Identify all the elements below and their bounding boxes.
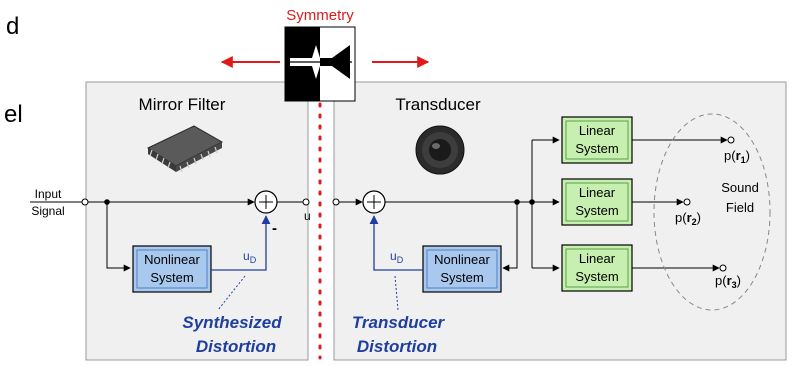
- transducer-nonlinear-system: Nonlinear System: [422, 245, 502, 293]
- sound-field-ellipse: [653, 113, 771, 311]
- output-1-label: p(r1): [724, 148, 750, 165]
- transducer-distortion-pointer: [394, 275, 399, 311]
- output-2-label: p(r2): [675, 210, 701, 227]
- mirror-ud-label: uD: [243, 249, 257, 265]
- mirror-nonlinear-system: Nonlinear System: [132, 245, 212, 293]
- cropped-text-2: el: [4, 101, 23, 128]
- input-label-line1: Input: [35, 187, 62, 201]
- output-3-terminal: [719, 264, 727, 272]
- synthesized-distortion-label: Distortion: [196, 337, 276, 356]
- output-1-terminal: [727, 136, 735, 144]
- transducer-panel: [333, 81, 787, 361]
- symmetry-label: Symmetry: [286, 7, 354, 24]
- u-label: u: [304, 209, 311, 223]
- linear-3-line2: System: [575, 269, 618, 284]
- transducer-ud-path: [369, 215, 423, 271]
- transducer-title: Transducer: [395, 95, 481, 114]
- input-label-line2: Signal: [31, 204, 64, 218]
- transducer-distortion-label: Distortion: [357, 337, 437, 356]
- cropped-text-1: d: [6, 13, 19, 40]
- linear-system-1: Linear System: [561, 116, 633, 164]
- linear-system-3: Linear System: [561, 244, 633, 292]
- mirror-summing-junction: [254, 190, 278, 214]
- linear-2-line2: System: [575, 203, 618, 218]
- linear-1-line1: Linear: [579, 123, 616, 138]
- synthesized-label: Synthesized: [182, 313, 282, 332]
- transducer-label: Transducer: [352, 313, 446, 332]
- transducer-input-terminal: [332, 198, 340, 206]
- linear-system-2: Linear System: [561, 178, 633, 226]
- mirror-nonlinear-line1: Nonlinear: [144, 252, 200, 267]
- output-2-terminal: [683, 198, 691, 206]
- output-3-label: p(r3): [715, 273, 741, 290]
- chip-icon: [146, 125, 224, 173]
- feedback-branch: [502, 202, 518, 272]
- mirror-filter-title: Mirror Filter: [139, 95, 226, 114]
- transducer-ud-label: uD: [390, 249, 404, 265]
- speaker-icon: [415, 125, 465, 175]
- mirror-branch: [106, 202, 131, 272]
- synth-distortion-pointer: [217, 275, 246, 311]
- transducer-summing-junction: [362, 190, 386, 214]
- linear-2-line1: Linear: [579, 185, 616, 200]
- input-terminal: [81, 198, 89, 206]
- minus-sign: -: [272, 220, 277, 237]
- mirror-nonlinear-line2: System: [150, 270, 193, 285]
- transducer-nonlinear-line1: Nonlinear: [434, 252, 490, 267]
- linear-3-line1: Linear: [579, 251, 616, 266]
- symmetry-icon: [284, 26, 356, 102]
- mirror-ud-path: [211, 215, 271, 271]
- mirror-output-terminal: [302, 198, 310, 206]
- sound-field-line1: Sound: [721, 180, 759, 195]
- sound-field-line2: Field: [726, 200, 754, 215]
- linear-1-line2: System: [575, 141, 618, 156]
- transducer-nonlinear-line2: System: [440, 270, 483, 285]
